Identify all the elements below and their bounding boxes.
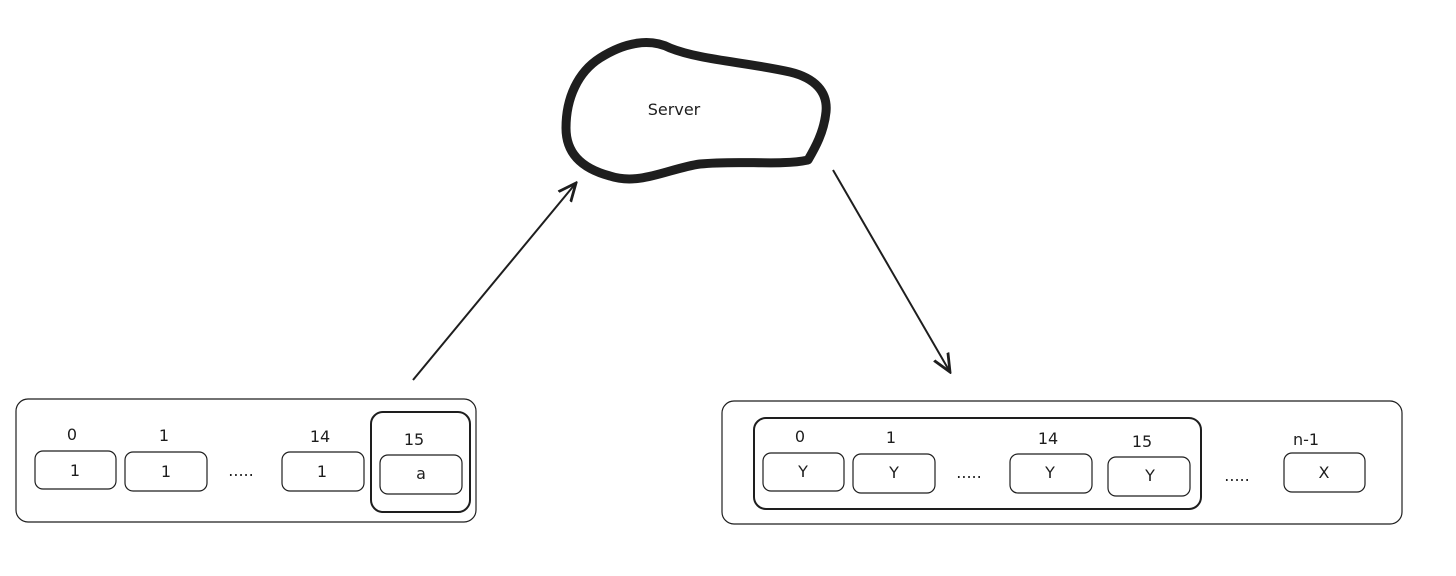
left-cell [34,450,117,490]
left-array-container [15,398,477,523]
left-index-label: 1 [159,426,169,445]
right-array: 0 1 14 15 n-1 Y Y ..... Y Y ..... X [721,400,1403,525]
right-index-label: 1 [886,428,896,447]
left-cell [124,451,208,492]
arrow-server-to-right [832,169,950,372]
server-label: Server [648,100,701,119]
right-cell [1283,452,1366,493]
right-index-label: n-1 [1293,430,1319,449]
left-index-label: 15 [404,430,424,449]
right-cell [1009,453,1093,494]
left-array-highlight-box [370,411,471,513]
arrow-left-to-server [412,183,576,381]
right-array-container [721,400,1403,525]
right-cell [1107,456,1191,497]
server-node: Server [561,38,831,184]
left-index-label: 14 [310,427,330,446]
right-index-label: 0 [795,427,805,446]
left-cell-value: 1 [161,462,171,481]
left-ellipsis: ..... [228,461,253,480]
left-index-label: 0 [67,425,77,444]
right-cell [762,452,845,492]
left-cell [281,451,365,492]
left-cell-value: a [416,464,426,483]
right-ellipsis-inner: ..... [956,463,981,482]
right-cell [852,453,936,494]
left-cell-value: 1 [70,461,80,480]
right-index-label: 15 [1132,432,1152,451]
right-index-label: 14 [1038,429,1058,448]
right-cell-value: Y [1044,463,1055,482]
right-cell-value: X [1319,463,1330,482]
left-cell [379,454,463,495]
right-array-highlight-box [753,417,1202,510]
right-ellipsis-outer: ..... [1224,466,1249,485]
server-cloud-shape [561,38,831,184]
left-cell-value: 1 [317,462,327,481]
right-cell-value: Y [888,463,899,482]
left-array: 0 1 14 15 1 1 ..... 1 a [15,398,477,523]
right-cell-value: Y [797,462,808,481]
right-cell-value: Y [1144,466,1155,485]
